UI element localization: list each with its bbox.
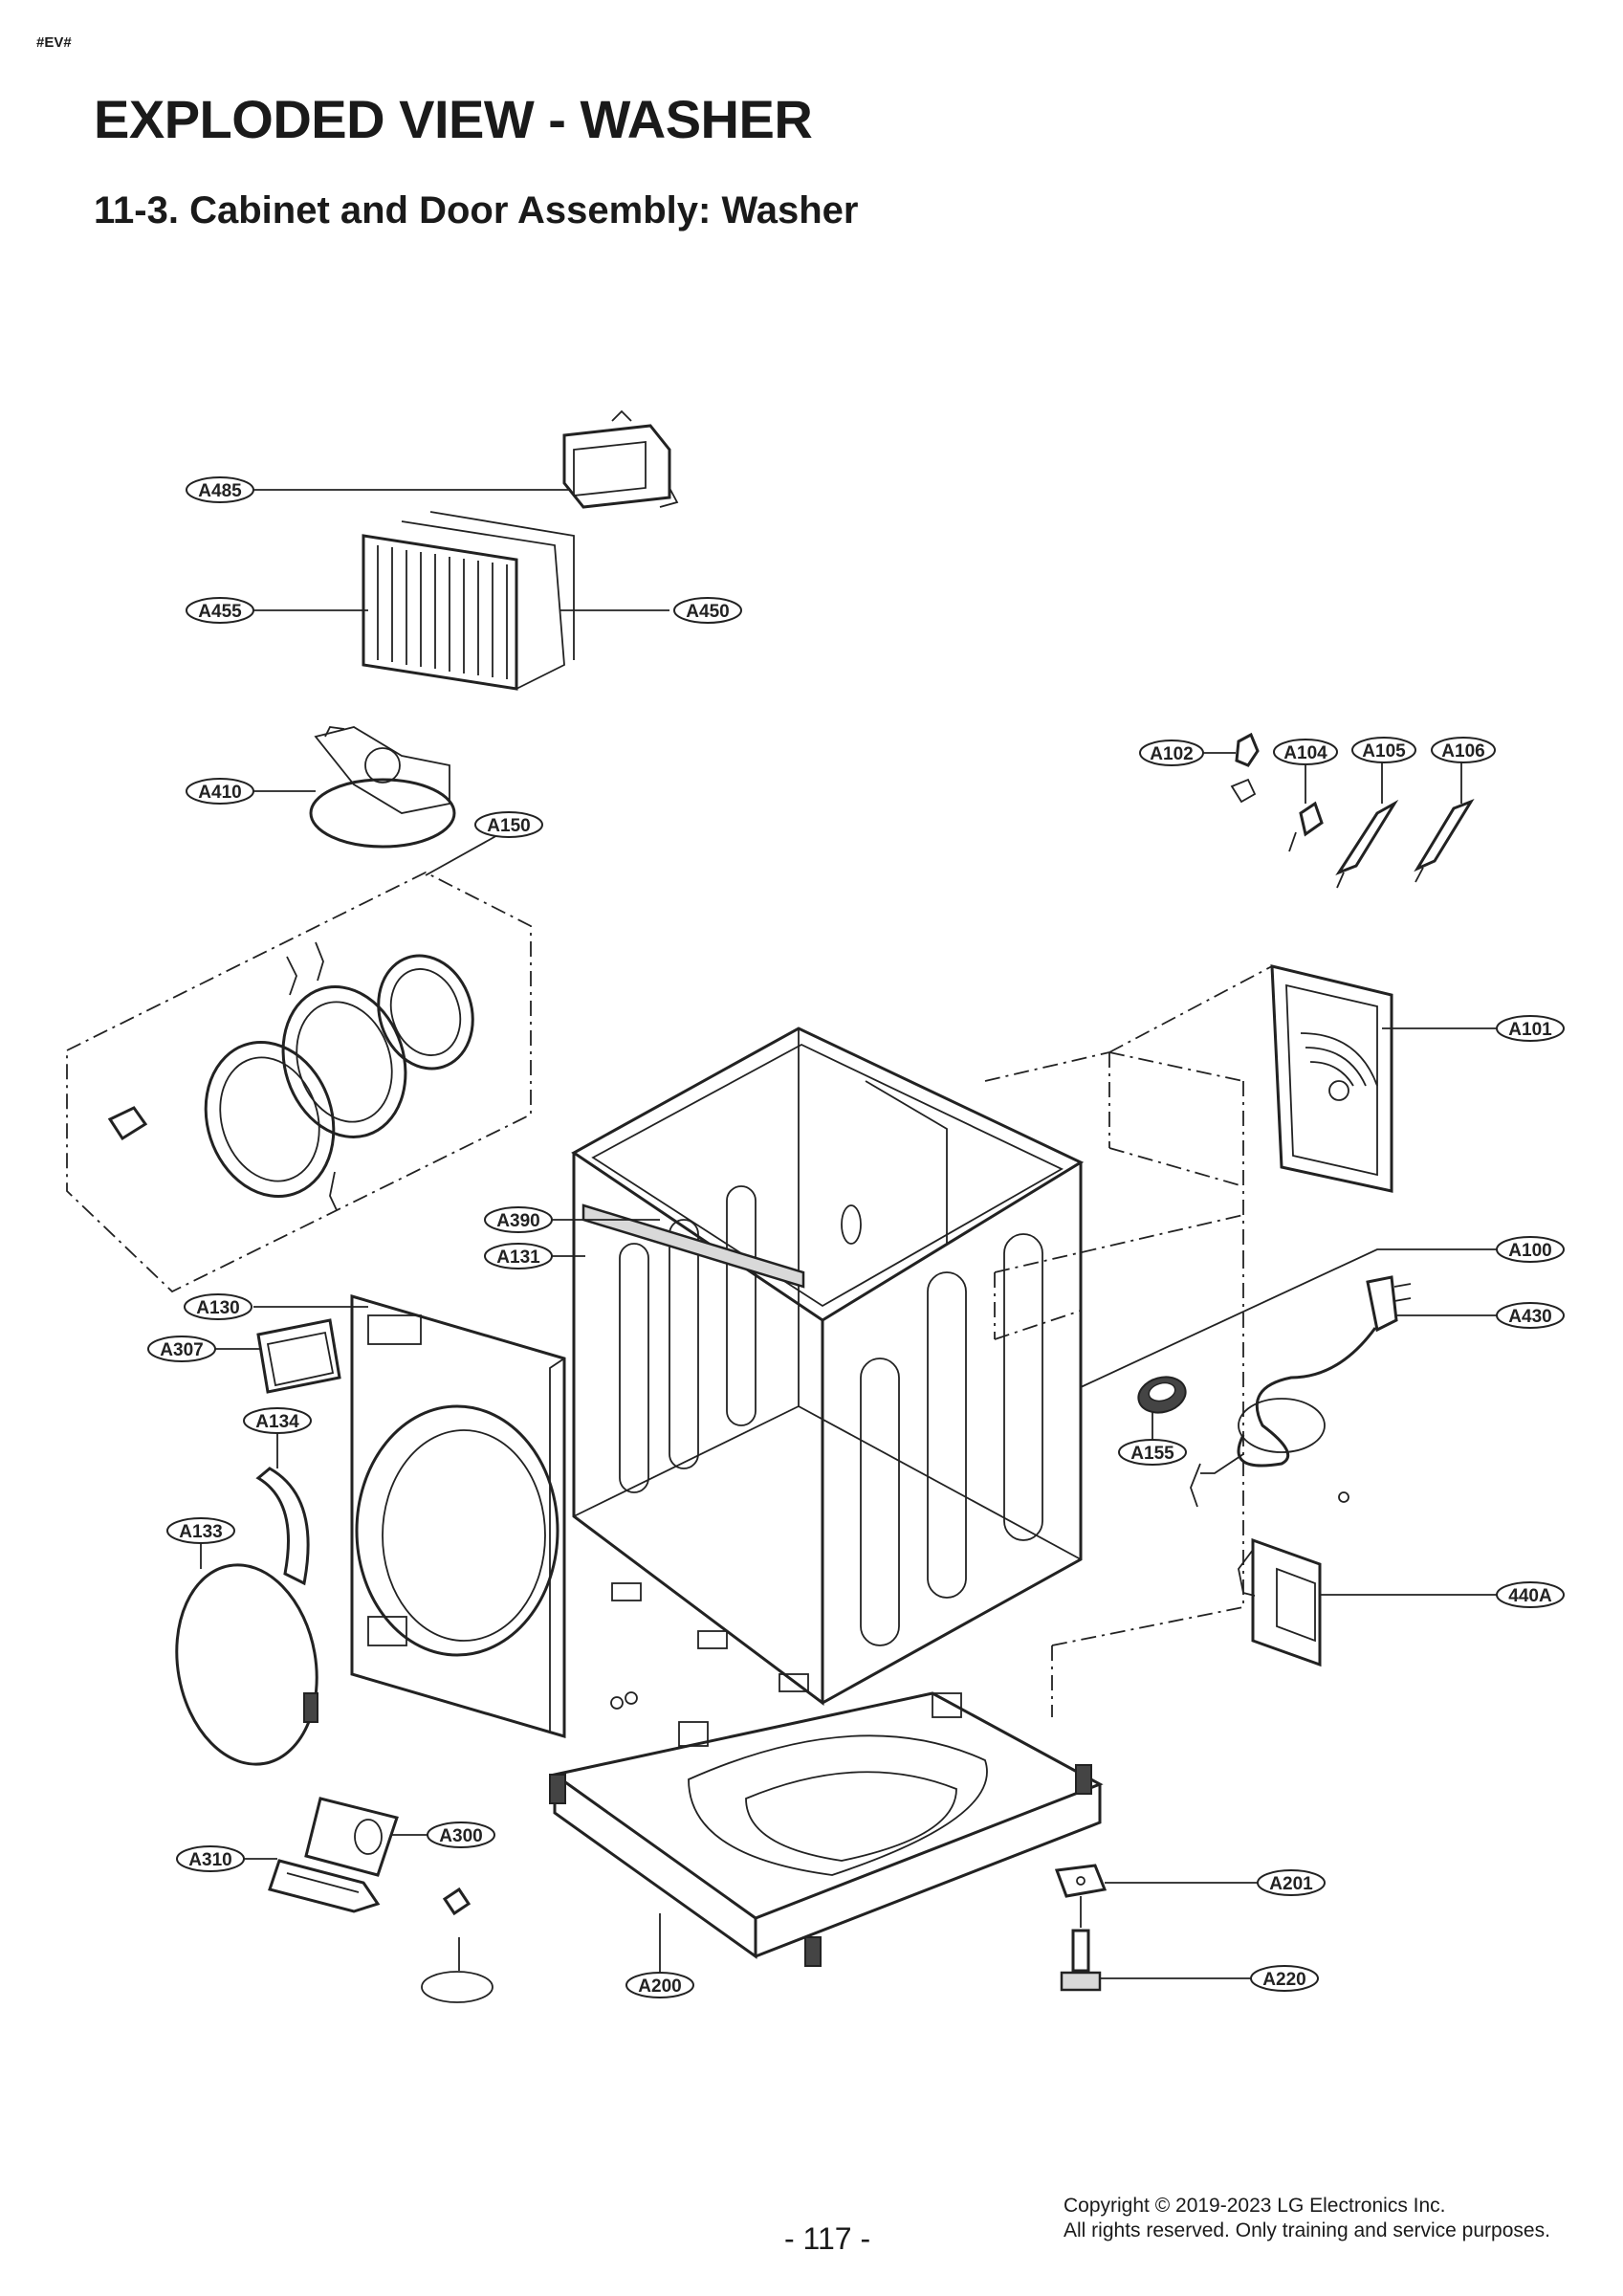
callout-440a: 440A bbox=[1496, 1581, 1565, 1608]
callout-a104: A104 bbox=[1273, 739, 1338, 765]
part-440a-drawing bbox=[1238, 1491, 1349, 1667]
callout-a150: A150 bbox=[474, 811, 543, 838]
callout-a201: A201 bbox=[1257, 1869, 1326, 1896]
callout-a455-label: A455 bbox=[198, 602, 242, 622]
callout-a150-label: A150 bbox=[487, 816, 530, 836]
callout-a485-label: A485 bbox=[198, 481, 242, 501]
part-a101-drawing bbox=[1270, 964, 1393, 1193]
door-parts-drawing bbox=[107, 941, 474, 1211]
callout-a106: A106 bbox=[1431, 737, 1496, 763]
part-a410-drawing bbox=[309, 726, 456, 849]
callout-a390-label: A390 bbox=[496, 1211, 539, 1231]
callout-a101-label: A101 bbox=[1508, 1020, 1552, 1040]
cabinet-frame-drawing bbox=[571, 1027, 1085, 1706]
callout-a307-label: A307 bbox=[160, 1340, 203, 1360]
callout-a100-label: A100 bbox=[1508, 1241, 1551, 1261]
copyright-line: Copyright © 2019-2023 LG Electronics Inc… bbox=[1064, 2195, 1446, 2217]
callout-a200-label: A200 bbox=[638, 1976, 681, 1997]
callout-a485: A485 bbox=[186, 476, 254, 503]
callout-a104-label: A104 bbox=[1283, 743, 1327, 763]
callout-a410-label: A410 bbox=[198, 783, 241, 803]
callout-a131: A131 bbox=[484, 1243, 553, 1269]
section-title: 11-3. Cabinet and Door Assembly: Washer bbox=[94, 189, 859, 232]
callout-a307: A307 bbox=[147, 1336, 216, 1362]
callout-a105-label: A105 bbox=[1362, 741, 1406, 762]
callout-a430: A430 bbox=[1496, 1302, 1565, 1329]
small-parts-drawing bbox=[1230, 732, 1475, 889]
callout-a133: A133 bbox=[166, 1517, 235, 1544]
part-a220-drawing bbox=[1060, 1896, 1102, 1992]
callout-a220-label: A220 bbox=[1262, 1970, 1305, 1990]
part-a300-a310-drawing bbox=[268, 1797, 493, 2003]
dashed-projection-lines bbox=[984, 965, 1273, 1717]
callout-440a-label: 440A bbox=[1508, 1586, 1552, 1606]
callout-a300: A300 bbox=[427, 1821, 495, 1848]
part-a455-a450-drawing bbox=[362, 511, 575, 691]
callout-a430-label: A430 bbox=[1508, 1307, 1551, 1327]
callout-a102-label: A102 bbox=[1150, 744, 1193, 764]
callout-a310-label: A310 bbox=[188, 1850, 231, 1870]
callout-a200: A200 bbox=[625, 1972, 694, 1998]
callout-a130-label: A130 bbox=[196, 1298, 239, 1318]
part-a201-drawing bbox=[1054, 1864, 1108, 1898]
callout-a105: A105 bbox=[1351, 737, 1416, 763]
callout-a155-label: A155 bbox=[1130, 1444, 1174, 1464]
rights-line: All rights reserved. Only training and s… bbox=[1064, 2219, 1550, 2241]
part-a307-drawing bbox=[256, 1318, 341, 1394]
callout-a455: A455 bbox=[186, 597, 254, 624]
callout-a155: A155 bbox=[1118, 1439, 1187, 1466]
part-a485-drawing bbox=[562, 409, 679, 509]
callout-a131-label: A131 bbox=[496, 1247, 540, 1268]
callout-a300-label: A300 bbox=[439, 1826, 482, 1846]
callout-a201-label: A201 bbox=[1269, 1874, 1313, 1894]
door-assembly-outline bbox=[66, 871, 532, 1293]
part-a430-drawing bbox=[1190, 1275, 1412, 1508]
copyright-notice: Copyright © 2019-2023 LG Electronics Inc… bbox=[1064, 2194, 1550, 2243]
callout-a410: A410 bbox=[186, 778, 254, 805]
callout-a134-label: A134 bbox=[255, 1412, 299, 1432]
callout-a102: A102 bbox=[1139, 740, 1204, 766]
part-a133-drawing bbox=[175, 1563, 318, 1766]
callout-a100: A100 bbox=[1496, 1236, 1565, 1263]
part-a155-drawing bbox=[1137, 1376, 1187, 1414]
callout-a220: A220 bbox=[1250, 1965, 1319, 1992]
page-title: EXPLODED VIEW - WASHER bbox=[94, 89, 813, 149]
callout-a310: A310 bbox=[176, 1845, 245, 1872]
callout-a134: A134 bbox=[243, 1407, 312, 1434]
part-a134-drawing bbox=[255, 1467, 310, 1586]
page-number: - 117 - bbox=[784, 2221, 871, 2256]
callout-a450-label: A450 bbox=[686, 602, 729, 622]
callout-a106-label: A106 bbox=[1441, 741, 1484, 762]
callout-a101: A101 bbox=[1496, 1015, 1565, 1042]
front-panel-drawing bbox=[350, 1293, 566, 1739]
callout-a450: A450 bbox=[673, 597, 742, 624]
document-tag: #EV# bbox=[36, 34, 72, 51]
callout-a133-label: A133 bbox=[179, 1522, 222, 1542]
base-frame-drawing bbox=[549, 1691, 1104, 1967]
callout-a390: A390 bbox=[484, 1206, 553, 1233]
callout-a130: A130 bbox=[184, 1293, 252, 1320]
